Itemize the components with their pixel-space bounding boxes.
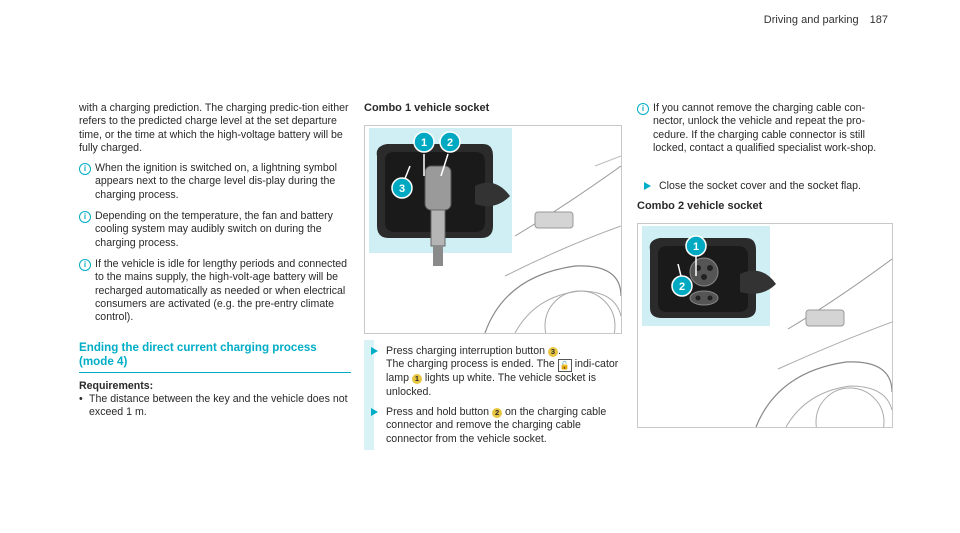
bullet-icon: • xyxy=(79,393,83,405)
requirements-label: Requirements: xyxy=(79,380,154,392)
svg-text:2: 2 xyxy=(679,281,685,293)
step-arrow-icon xyxy=(371,408,378,416)
callout-2: 2 xyxy=(671,275,693,297)
info-icon: i xyxy=(79,211,91,223)
number-badge-1: 1 xyxy=(411,374,422,385)
step-text: Close the socket cover and the socket fl… xyxy=(659,180,861,192)
note-text: When the ignition is switched on, a ligh… xyxy=(95,162,338,201)
callout-1: 1 xyxy=(685,235,707,257)
combo1-heading: Combo 1 vehicle socket xyxy=(364,102,490,114)
requirement-text: The distance between the key and the veh… xyxy=(89,393,348,419)
note-2: i Depending on the temperature, the fan … xyxy=(79,210,351,250)
svg-text:1: 1 xyxy=(693,241,699,253)
combo1-socket-figure: 1 2 3 xyxy=(364,125,622,334)
page-number: 187 xyxy=(869,14,888,26)
step-text: Press and hold button xyxy=(386,406,490,418)
callout-2: 2 xyxy=(439,131,461,153)
step-arrow-icon xyxy=(644,182,651,190)
section-name: Driving and parking xyxy=(763,14,859,26)
info-icon: i xyxy=(79,163,91,175)
step-close: Close the socket cover and the socket fl… xyxy=(637,180,895,193)
requirement-item: • The distance between the key and the v… xyxy=(79,393,351,420)
note-3: i If the vehicle is idle for lengthy per… xyxy=(79,258,351,324)
combo2-socket-figure: 1 2 xyxy=(637,223,893,428)
step-text: The charging process is ended. The xyxy=(386,358,555,371)
step-1: Press charging interruption button 3. Th… xyxy=(364,345,622,399)
number-badge-3: 3 xyxy=(547,347,558,357)
step-text: indi-cator lamp xyxy=(386,358,619,385)
padlock-lamp-icon: 🔓 xyxy=(557,359,572,373)
callout-3: 3 xyxy=(391,177,413,199)
page-header: Driving and parking 187 xyxy=(764,14,888,27)
section-title: Ending the direct current charging proce… xyxy=(79,341,351,373)
number-badge-2: 2 xyxy=(492,408,503,418)
step-2: Press and hold button 2 on the charging … xyxy=(364,406,622,446)
note-4: i If you cannot remove the charging cabl… xyxy=(637,102,895,155)
svg-text:2: 2 xyxy=(447,137,453,149)
note-1: i When the ignition is switched on, a li… xyxy=(79,162,351,202)
combo2-heading: Combo 2 vehicle socket xyxy=(637,200,763,212)
steps-bar xyxy=(364,340,374,450)
info-icon: i xyxy=(79,259,91,271)
step-text: on the charging cable connector and remo… xyxy=(386,406,607,445)
note-text: If you cannot remove the charging cable … xyxy=(653,102,877,154)
note-text: If the vehicle is idle for lengthy perio… xyxy=(95,258,348,324)
intro-paragraph: with a charging prediction. The charging… xyxy=(79,102,349,154)
note-text: Depending on the temperature, the fan an… xyxy=(95,210,333,249)
step-text: lights up white. The vehicle socket is u… xyxy=(386,372,597,398)
svg-text:3: 3 xyxy=(399,183,405,195)
step-arrow-icon xyxy=(371,347,378,355)
callout-1: 1 xyxy=(413,131,435,153)
svg-text:1: 1 xyxy=(421,137,427,149)
step-text: Press charging interruption button xyxy=(386,345,545,357)
info-icon: i xyxy=(637,103,649,115)
